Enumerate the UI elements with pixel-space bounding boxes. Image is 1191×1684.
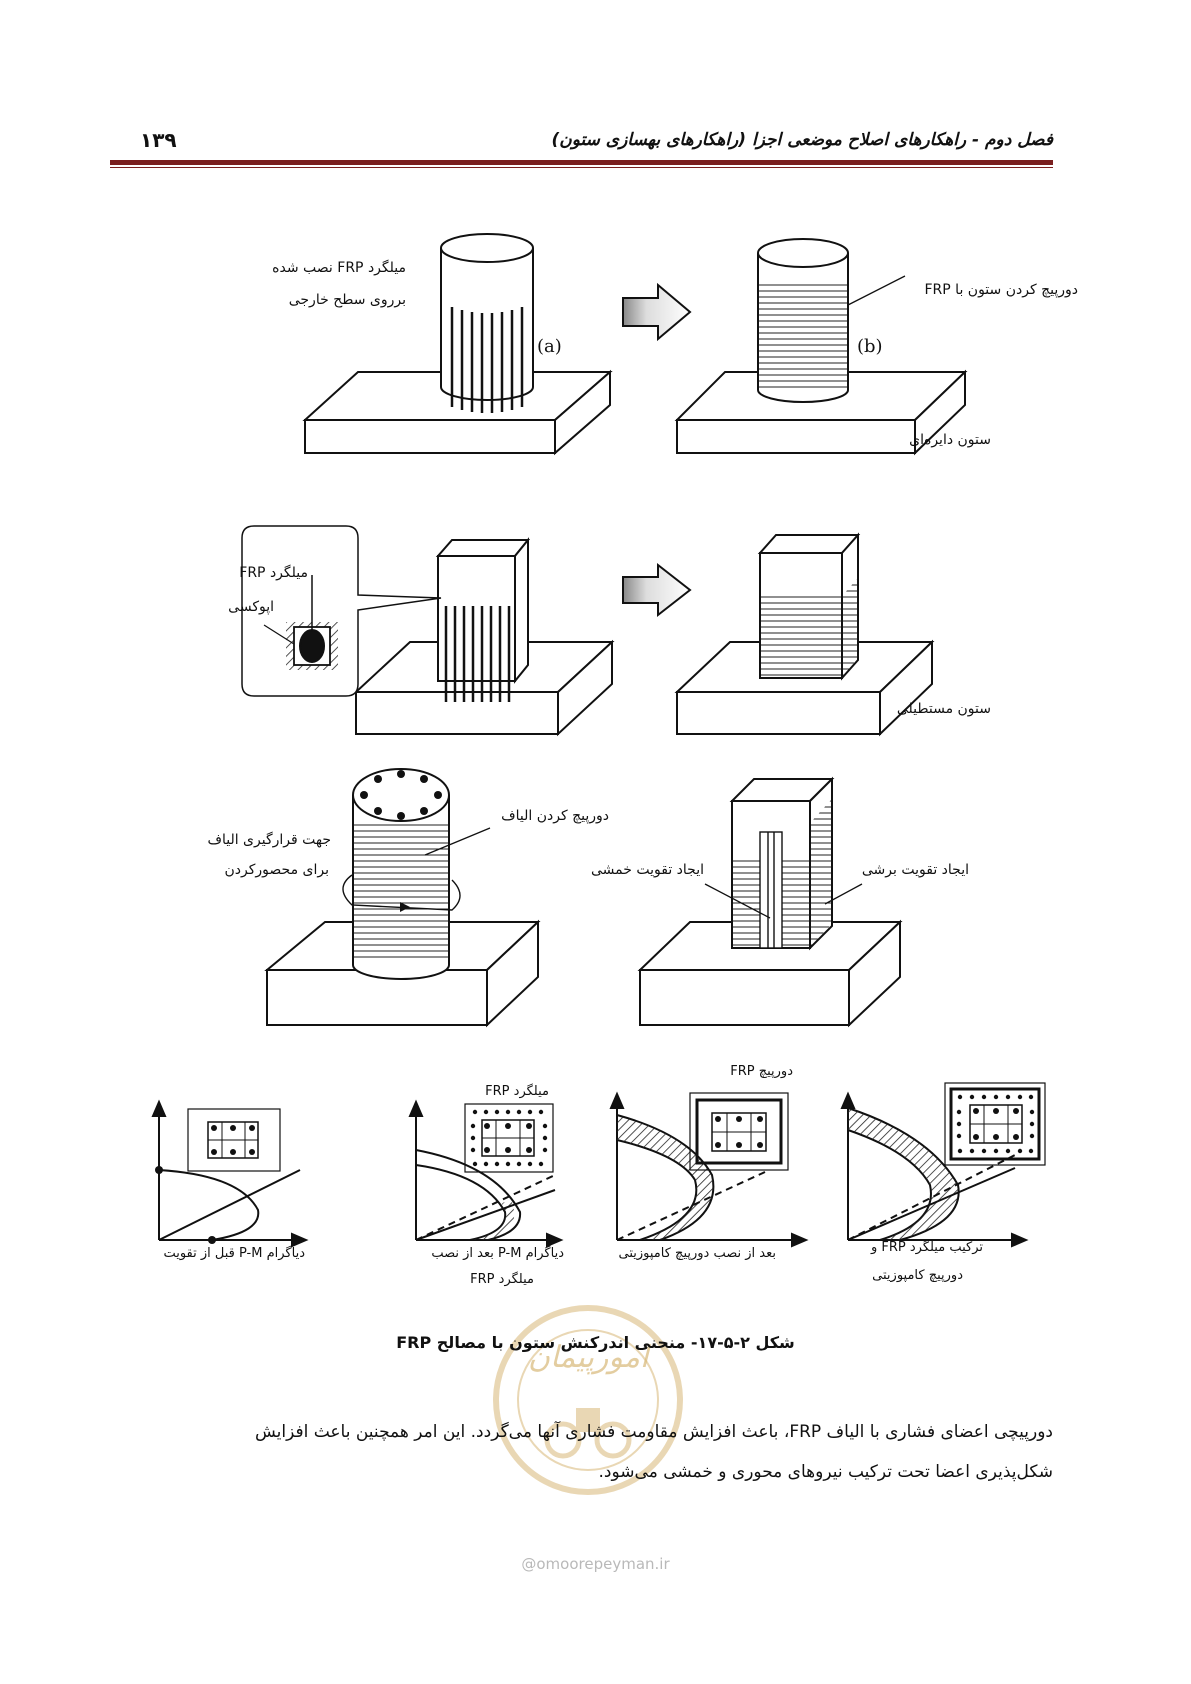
leader-line [424, 827, 491, 856]
pm-caption-4: ترکیب میلگرد FRP و [870, 1240, 983, 1255]
wrap-label: دورپیچ کردن ستون با FRP [924, 282, 1079, 298]
tag-b: (b) [857, 336, 883, 357]
longitudinal-bars [360, 770, 442, 820]
pm-caption-3: بعد از نصب دورپیچ کامپوزیتی [618, 1246, 776, 1261]
pm-diagram-1 [151, 1099, 309, 1248]
frp-wrap-top-label: دورپیچ FRP [730, 1064, 793, 1079]
fiber-direction-label-2: برای محصورکردن [224, 862, 330, 878]
arrow-right-icon [622, 562, 692, 618]
flexural-strip [759, 831, 783, 949]
page-number: ۱۳۹ [140, 128, 177, 152]
frp-bar-label: میلگرد FRP نصب شده [272, 260, 406, 276]
chapter-title: فصل دوم - راهکارهای اصلاح موضعی اجزا (را… [551, 130, 1053, 150]
tag-a: (a) [537, 336, 562, 357]
epoxy-detail [263, 575, 338, 670]
rect-column-left [435, 537, 531, 684]
pm-caption-2b: میلگرد FRP [470, 1272, 534, 1287]
header-rule [110, 160, 1053, 165]
paragraph-line-2: شکل‌پذیری اعضا تحت ترکیب نیروهای محوری و… [598, 1462, 1053, 1482]
arrow-right-icon [622, 282, 692, 342]
flexural-label: ایجاد تقویت خمشی [591, 862, 704, 878]
frp-bars-a [450, 307, 524, 413]
pm-diagram-4 [840, 1082, 1046, 1248]
pm-caption-4b: دورپیچ کامپوزیتی [872, 1268, 963, 1283]
pm-diagram-3 [609, 1091, 809, 1248]
paragraph-line-1: دورپیچی اعضای فشاری با الیاف FRP، باعث ا… [254, 1422, 1053, 1442]
pm-diagram-2 [408, 1099, 564, 1248]
figure-caption: شکل ۲-۵-۱۷- منحنی اندرکنش ستون با مصالح … [396, 1333, 795, 1352]
epoxy-label: اپوکسی [228, 599, 274, 615]
fiber-wrap-label: دورپیچ کردن الیاف [501, 808, 609, 824]
shear-label: ایجاد تقویت برشی [861, 862, 969, 878]
frp-bar-label-2: برروی سطح خارجی [288, 292, 406, 308]
frp-bar-top-label: میلگرد FRP [485, 1084, 549, 1099]
leader-line [847, 275, 906, 306]
watermark-seal [493, 1305, 683, 1495]
fiber-direction-label: جهت قرارگیری الیاف [207, 832, 331, 848]
circular-column-a [440, 233, 534, 401]
watermark-text: امورپیمان [528, 1340, 649, 1375]
leader-line [704, 883, 771, 919]
circular-column-label: ستون دایره‌ای [909, 432, 991, 448]
leader-line [824, 883, 863, 905]
frp-bar-label-rect: میلگرد FRP [239, 565, 308, 581]
frp-bars-rect [444, 606, 511, 702]
watermark-url: @omoorepeyman.ir [521, 1555, 670, 1573]
rect-column-label: ستون مستطیلی [896, 701, 991, 717]
pm-caption-2: دیاگرام P-M بعد از نصب [431, 1246, 564, 1261]
slab-3a [264, 919, 541, 1028]
pm-caption-1: دیاگرام P-M قبل از تقویت [163, 1246, 305, 1261]
header-rule-thin [110, 167, 1053, 168]
